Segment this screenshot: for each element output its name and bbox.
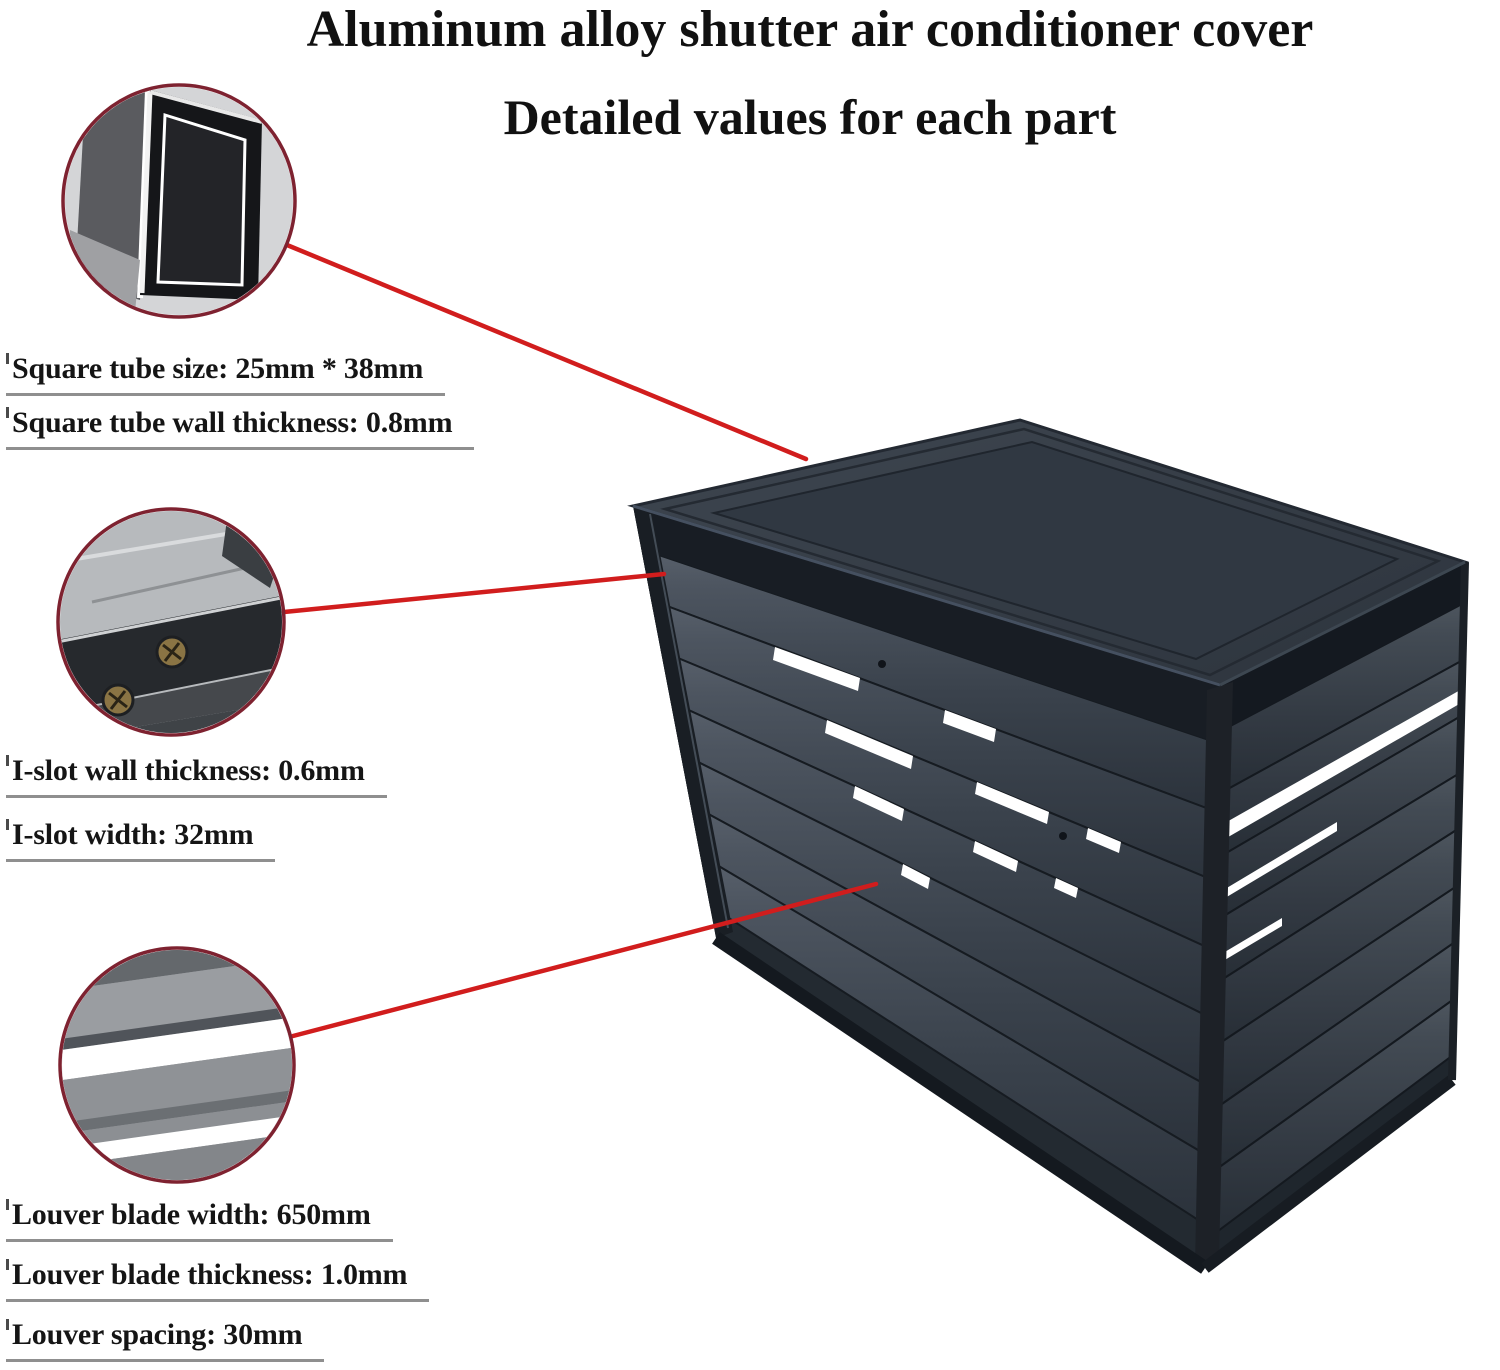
right-louver-slats xyxy=(1205,601,1465,1243)
spec-square-tube-size: Square tube size: 25mm * 38mm xyxy=(6,350,446,396)
page-title: Aluminum alloy shutter air conditioner c… xyxy=(306,1,1314,58)
spec-islot-wall-thickness: I-slot wall thickness: 0.6mm xyxy=(6,752,387,798)
inset-ring xyxy=(58,946,296,1184)
inset-ring xyxy=(56,507,286,737)
right-louver-gaps xyxy=(1213,689,1462,967)
front-screw-dot xyxy=(878,660,886,668)
top-face xyxy=(627,418,1469,687)
spec-louver-blade-width: Louver blade width: 650mm xyxy=(6,1196,393,1242)
right-top-shadow xyxy=(1219,562,1465,732)
spec-islot-width: I-slot width: 32mm xyxy=(6,816,276,862)
inset-photo-i-slot xyxy=(56,507,286,737)
front-louver-gaps xyxy=(773,647,1121,898)
inset-photo-louver xyxy=(58,946,296,1184)
right-louver-face xyxy=(1205,562,1465,1268)
front-louver-face xyxy=(633,506,1220,1268)
frame-edges xyxy=(632,504,1469,1274)
spec-louver-blade-thickness: Louver blade thickness: 1.0mm xyxy=(6,1256,430,1302)
page-subtitle: Detailed values for each part xyxy=(503,89,1117,145)
front-louver-slats xyxy=(639,547,1220,1227)
screw xyxy=(155,635,189,669)
leader-lines xyxy=(281,242,879,1039)
inset-photo-square-tube xyxy=(61,83,297,319)
front-screw-dot xyxy=(1059,832,1067,840)
screw xyxy=(101,683,135,717)
leader-line-i-slot xyxy=(281,571,667,615)
ac-cover-product xyxy=(627,418,1469,1274)
inset-ring xyxy=(61,83,297,319)
spec-square-tube-thickness: Square tube wall thickness: 0.8mm xyxy=(6,404,475,450)
leader-line-louver xyxy=(290,881,879,1039)
front-top-shadow xyxy=(633,506,1220,743)
spec-louver-spacing: Louver spacing: 30mm xyxy=(6,1316,325,1362)
leader-line-square-tube xyxy=(284,242,809,462)
